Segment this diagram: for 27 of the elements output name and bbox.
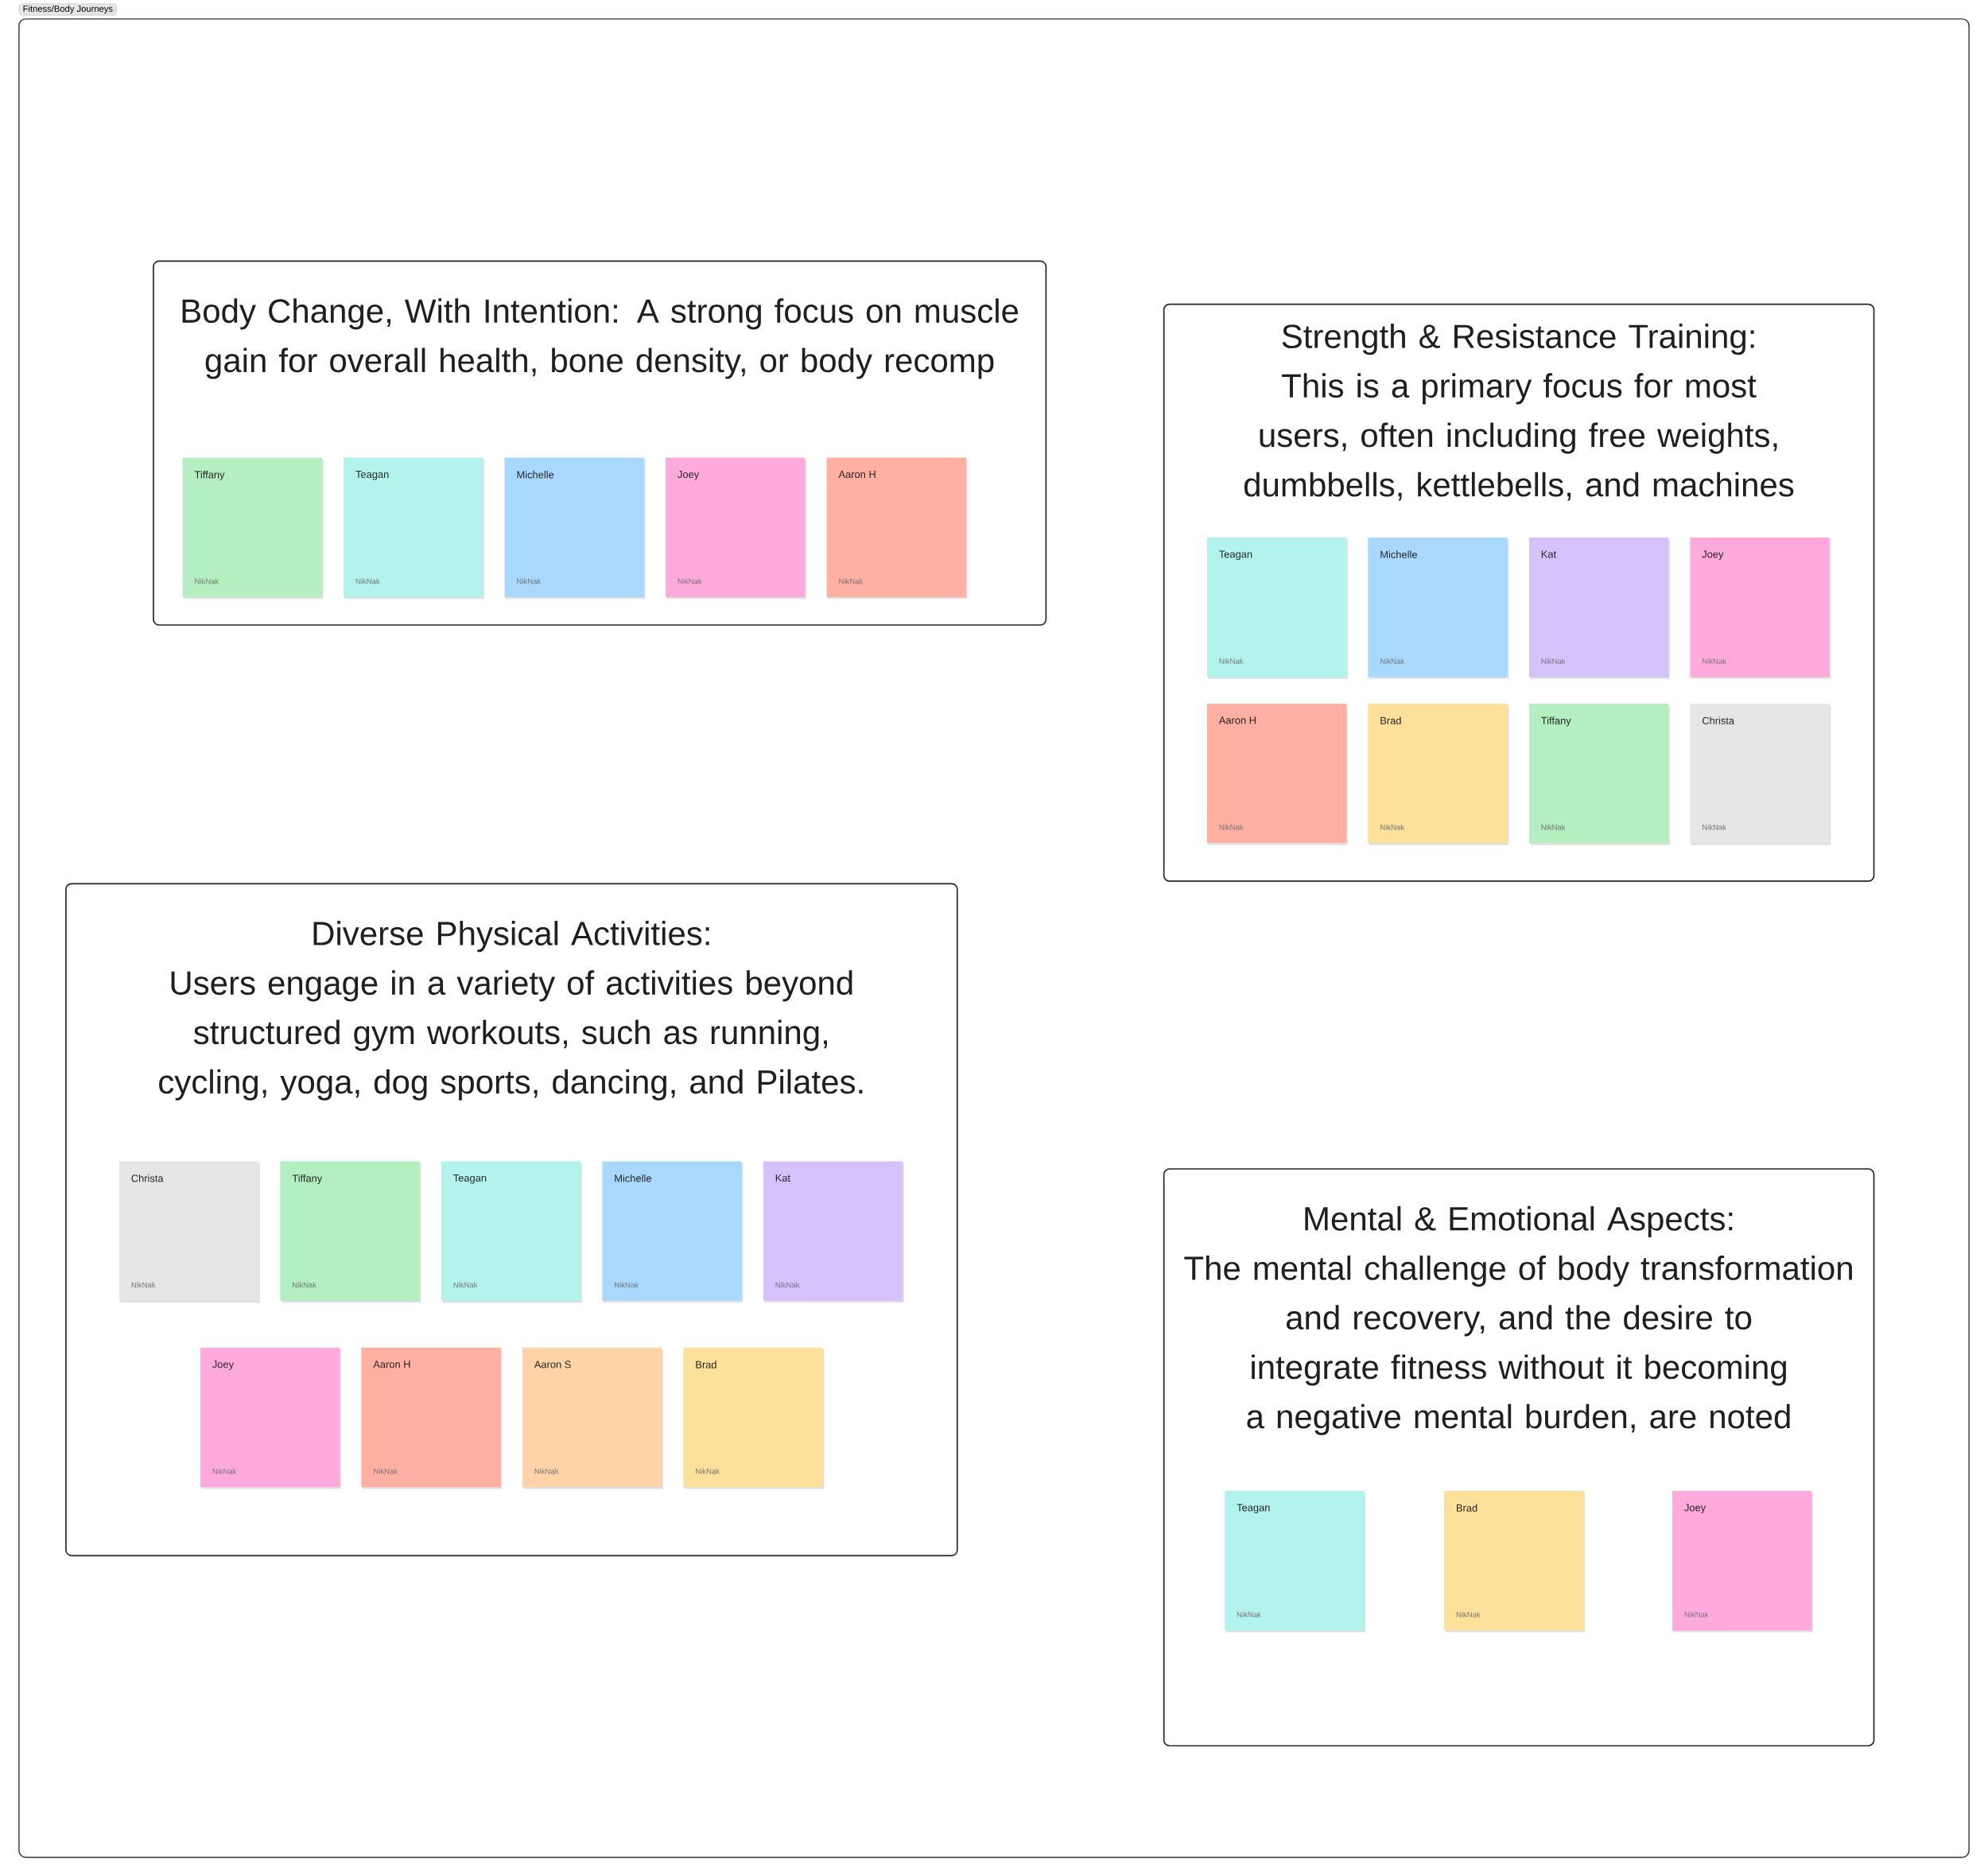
sticky-note: Teagan NikNak [344, 457, 485, 600]
sticky-note: Joey NikNak [666, 457, 807, 600]
sticky-note: Kat NikNak [763, 1161, 904, 1303]
sticky-note: Teagan NikNak [441, 1161, 582, 1303]
sticky-note: Michelle NikNak [1368, 538, 1509, 679]
sticky-note: Joey NikNak [200, 1347, 341, 1489]
sticky-note: Tiffany NikNak [1528, 703, 1670, 845]
sticky-note: Aaron H NikNak [826, 457, 968, 600]
sticky-note: Aaron S NikNak [522, 1347, 663, 1489]
sticky-note: Michelle NikNak [602, 1161, 744, 1303]
sticky-note: Tiffany NikNak [280, 1161, 421, 1303]
sticky-note: Aaron H NikNak [361, 1347, 503, 1489]
sticky-note: Tiffany NikNak [182, 457, 324, 600]
sticky-note: Teagan NikNak [1206, 538, 1348, 679]
sticky-note: Teagan NikNak [1225, 1490, 1366, 1632]
sticky-note: Christa NikNak [118, 1161, 260, 1303]
board-frame [18, 18, 1970, 1858]
frame-label: Fitness/Body Journeys [18, 3, 118, 16]
sticky-note: Joey NikNak [1672, 1490, 1813, 1632]
sticky-note: Brad NikNak [1444, 1490, 1585, 1632]
sticky-note: Joey NikNak [1690, 538, 1831, 679]
sticky-note: Aaron H NikNak [1206, 703, 1348, 845]
sticky-note: Michelle NikNak [504, 457, 646, 600]
sticky-note: Christa NikNak [1690, 703, 1831, 845]
sticky-note: Brad NikNak [683, 1347, 825, 1489]
sticky-note: Brad NikNak [1368, 703, 1509, 845]
sticky-note: Kat NikNak [1528, 538, 1670, 679]
